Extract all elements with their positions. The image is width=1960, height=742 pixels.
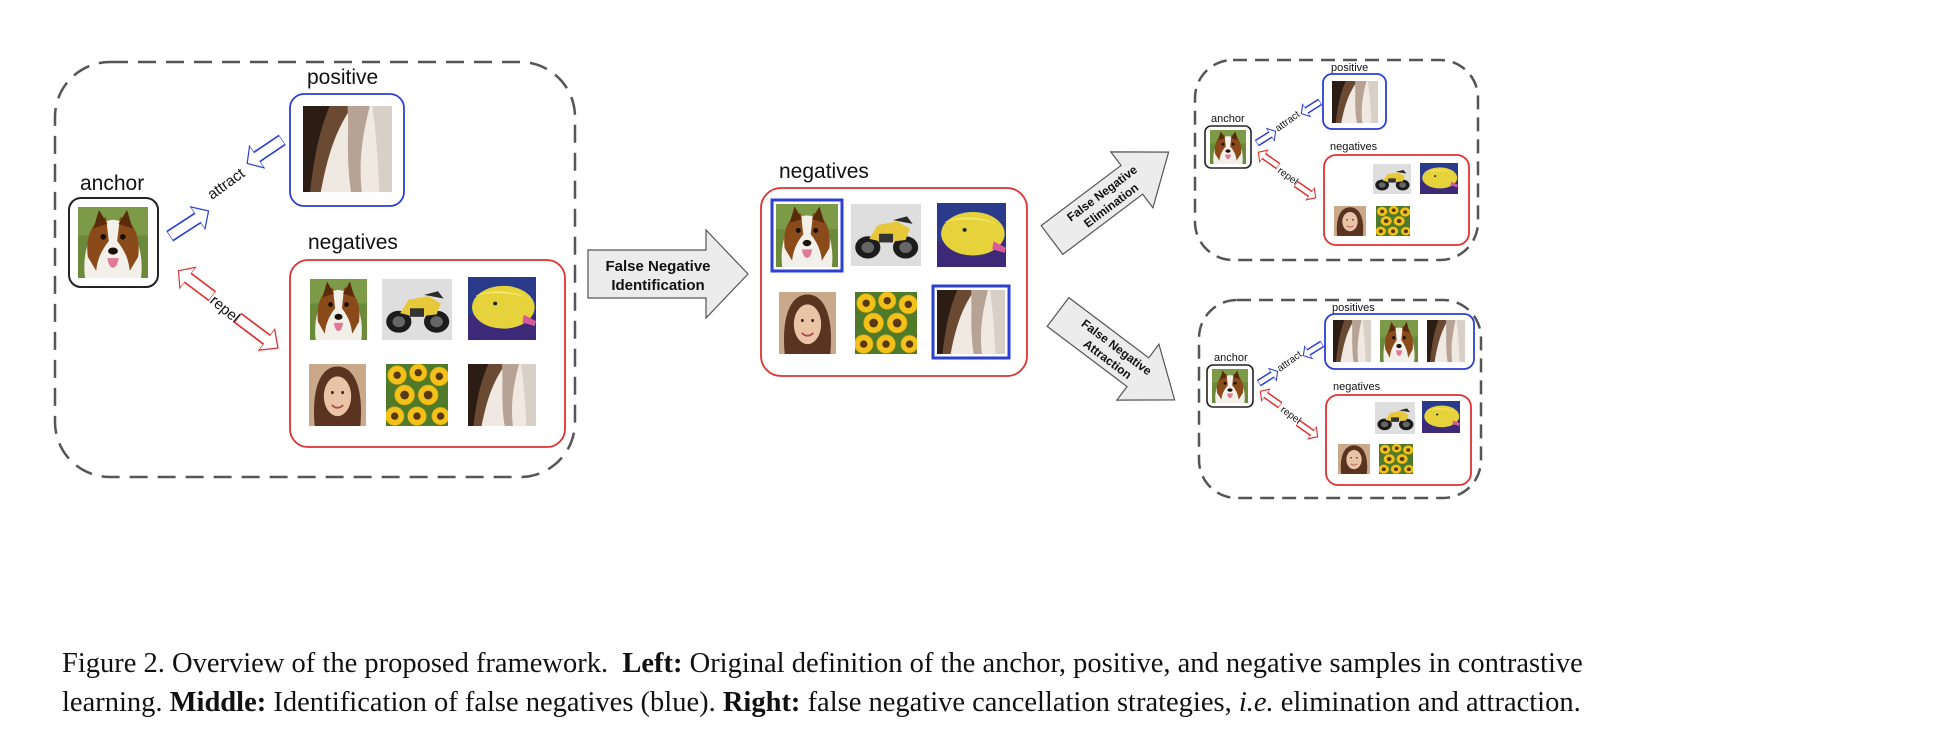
br-negatives-label: negatives	[1333, 381, 1381, 393]
left-attract-arrow-to-anchor	[162, 199, 217, 248]
tr-positive-box	[1322, 73, 1387, 130]
left-attract-label: attract	[204, 164, 248, 203]
tr-attract-arrow-to-positive	[1296, 95, 1325, 121]
figure-caption: Figure 2. Overview of the proposed frame…	[62, 644, 1862, 722]
br-pos-fur-2	[1427, 320, 1465, 362]
left-neg-fish	[468, 277, 536, 340]
tr-positive-label: positive	[1331, 62, 1368, 74]
caption-middle-text: Identification of false negatives (blue)…	[273, 687, 716, 718]
left-negatives-label: negatives	[308, 231, 398, 254]
mid-false-negative-box-2	[931, 284, 1011, 360]
fni-arrow	[587, 228, 749, 320]
left-positive-box	[289, 93, 405, 207]
left-positive-image	[303, 106, 392, 192]
left-anchor-box	[68, 197, 159, 288]
caption-left-label: Left:	[622, 648, 683, 679]
left-negatives-box	[289, 259, 566, 448]
tr-negatives-box	[1323, 154, 1470, 246]
br-pos-fur	[1333, 320, 1371, 362]
fne-arrow: False Negative Elimination	[1040, 151, 1170, 256]
tr-repel-arrow-to-anchor	[1253, 145, 1283, 173]
br-anchor-box	[1206, 364, 1254, 408]
br-neg-fish	[1422, 401, 1460, 433]
caption-line-1: Figure 2. Overview of the proposed frame…	[62, 644, 1862, 683]
tr-neg-motorcycle	[1373, 164, 1411, 194]
br-attract-label: attract	[1275, 349, 1304, 374]
br-neg-motorcycle	[1375, 402, 1415, 434]
br-dashed-panel	[1197, 298, 1483, 500]
tr-neg-woman	[1334, 206, 1366, 236]
tr-dashed-panel	[1193, 58, 1480, 262]
br-neg-sunflowers	[1379, 444, 1413, 474]
framework-figure: positive anchor attract repel negatives …	[53, 58, 1483, 500]
tr-anchor-label: anchor	[1211, 113, 1245, 125]
left-positive-label: positive	[307, 66, 378, 89]
left-anchor-label: anchor	[80, 172, 144, 195]
tr-negatives-label: negatives	[1330, 141, 1378, 153]
left-neg-dog	[310, 279, 367, 340]
tr-anchor-box	[1204, 125, 1252, 169]
caption-ie: i.e.	[1238, 687, 1274, 718]
br-neg-woman	[1338, 444, 1370, 474]
fni-label-line2: Identification	[611, 277, 704, 294]
left-attract-arrow-to-positive	[239, 128, 291, 176]
fni-label-line1: False Negative	[605, 258, 710, 275]
left-neg-woman	[309, 364, 366, 426]
left-dashed-panel	[53, 60, 577, 479]
mid-neg-fur	[937, 290, 1005, 354]
caption-line-2: learning. Middle: Identification of fals…	[62, 683, 1862, 722]
caption-right-text: false negative cancellation strategies,	[807, 687, 1232, 718]
tr-attract-label: attract	[1273, 109, 1302, 134]
fna-arrow: False Negative Attraction	[1046, 296, 1176, 401]
mid-false-negative-box-1	[770, 198, 844, 273]
br-repel-arrow-to-anchor	[1255, 384, 1285, 412]
br-anchor-image	[1212, 369, 1248, 403]
caption-left-text: Original definition of the anchor, posit…	[689, 648, 1583, 679]
br-pos-dog	[1380, 320, 1418, 362]
left-neg-motorcycle	[382, 279, 452, 340]
mid-negatives-label: negatives	[779, 160, 869, 183]
caption-prefix: Figure 2. Overview of the proposed frame…	[62, 648, 609, 679]
mid-neg-dog	[776, 204, 838, 267]
mid-neg-motorcycle	[851, 204, 921, 266]
mid-neg-fish	[937, 203, 1006, 267]
br-anchor-label: anchor	[1214, 352, 1248, 364]
left-neg-fur	[468, 364, 536, 426]
mid-neg-woman	[779, 292, 836, 354]
caption-line2-start: learning.	[62, 687, 163, 718]
mid-neg-sunflowers	[855, 292, 917, 354]
tr-neg-fish	[1420, 163, 1458, 194]
br-positives-label: positives	[1332, 302, 1375, 314]
br-positives-box	[1324, 313, 1475, 370]
tr-anchor-image	[1210, 130, 1246, 164]
tr-neg-sunflowers	[1376, 206, 1410, 236]
caption-end-text: elimination and attraction.	[1280, 687, 1581, 718]
left-anchor-image	[78, 207, 148, 278]
br-negatives-box	[1325, 394, 1472, 486]
caption-right-label: Right:	[722, 687, 801, 718]
tr-positive-image	[1332, 81, 1378, 123]
caption-middle-label: Middle:	[169, 687, 267, 718]
left-neg-sunflowers	[386, 364, 448, 426]
mid-negatives-box	[760, 187, 1028, 377]
